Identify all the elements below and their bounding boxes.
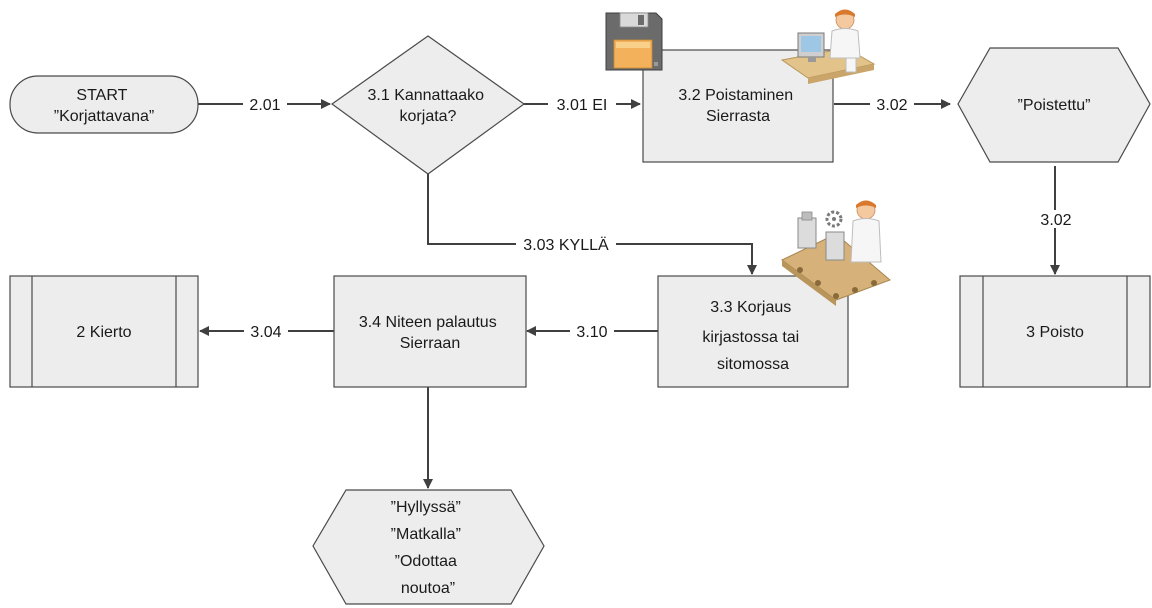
node-remove-line-1: 3.2 Poistaminen: [678, 87, 793, 104]
edge-labels: 2.01 3.01 EI 3.02 3.02 3.03 KYLLÄ 3.10 3…: [243, 95, 1078, 341]
node-return-line-1: 3.4 Niteen palautus: [359, 314, 497, 331]
node-remove-line-2: Sierrasta: [706, 108, 770, 125]
node-repair: 3.3 Korjaus kirjastossa tai sitomossa: [657, 275, 849, 388]
connectors: [198, 99, 1060, 489]
label-decision-no: 3.01 EI: [557, 97, 608, 114]
svg-text:3 Poisto: 3 Poisto: [1026, 324, 1084, 341]
floppy-disk-icon: [605, 12, 663, 71]
node-repair-line-2: kirjastossa tai: [702, 329, 799, 346]
node-end-states-line-4: noutoa”: [401, 580, 455, 597]
label-repair-to-return: 3.10: [576, 324, 607, 341]
svg-text:START ”Korjattavana”: START ”Korjattavana”: [54, 87, 155, 125]
node-decision-line-2: korjata?: [400, 108, 457, 125]
edge-decision-yes: [427, 174, 757, 275]
node-decision-line-1: 3.1 Kannattaako: [368, 87, 485, 104]
node-decision: 3.1 Kannattaako korjata?: [330, 35, 526, 175]
node-kierto-line-1: 2 Kierto: [76, 324, 131, 341]
node-start: START ”Korjattavana”: [9, 75, 199, 134]
label-remove-to-state: 3.02: [876, 97, 907, 114]
svg-text:3.4 Niteen palautus Sier: 3.4 Niteen palautus Sierraan: [359, 314, 501, 352]
node-return: 3.4 Niteen palautus Sierraan: [333, 275, 527, 388]
svg-text:”Hyllyssä” ”Matkalla”: ”Hyllyssä” ”Matkalla” ”Odottaa noutoa”: [391, 499, 466, 597]
node-poisto: 3 Poisto: [959, 275, 1151, 388]
node-poisto-line-1: 3 Poisto: [1026, 324, 1084, 341]
label-state-to-poisto: 3.02: [1040, 212, 1071, 229]
node-kierto: 2 Kierto: [9, 275, 199, 388]
node-end-states-line-3: ”Odottaa: [395, 553, 457, 570]
label-start-to-decision: 2.01: [249, 97, 280, 114]
node-removed-state: ”Poistettu”: [957, 47, 1151, 163]
node-end-states: ”Hyllyssä” ”Matkalla” ”Odottaa noutoa”: [312, 489, 545, 605]
assembly-line-worker-icon: [781, 200, 891, 306]
node-repair-line-1: 3.3 Korjaus: [710, 299, 791, 316]
svg-text:3.1 Kannattaako korjata?: 3.1 Kannattaako korjata?: [368, 87, 489, 125]
svg-text:3.2 Poistaminen Sierrast: 3.2 Poistaminen Sierrasta: [678, 87, 797, 125]
node-return-line-2: Sierraan: [400, 335, 460, 352]
node-start-line-2: ”Korjattavana”: [54, 108, 155, 125]
node-repair-line-3: sitomossa: [717, 356, 789, 373]
node-removed-state-line-1: ”Poistettu”: [1018, 97, 1091, 114]
svg-text:2 Kierto: 2 Kierto: [76, 324, 131, 341]
node-end-states-line-2: ”Matkalla”: [391, 526, 461, 543]
label-decision-yes: 3.03 KYLLÄ: [523, 236, 609, 254]
label-return-to-kierto: 3.04: [250, 324, 281, 341]
person-at-computer-icon: [780, 9, 876, 84]
node-end-states-line-1: ”Hyllyssä”: [391, 499, 461, 516]
node-start-line-1: START: [76, 87, 127, 104]
svg-text:3.3 Korjaus kirjastossa: 3.3 Korjaus kirjastossa tai sitomossa: [702, 299, 803, 373]
svg-text:”Poistettu”: ”Poistettu”: [1018, 97, 1091, 114]
